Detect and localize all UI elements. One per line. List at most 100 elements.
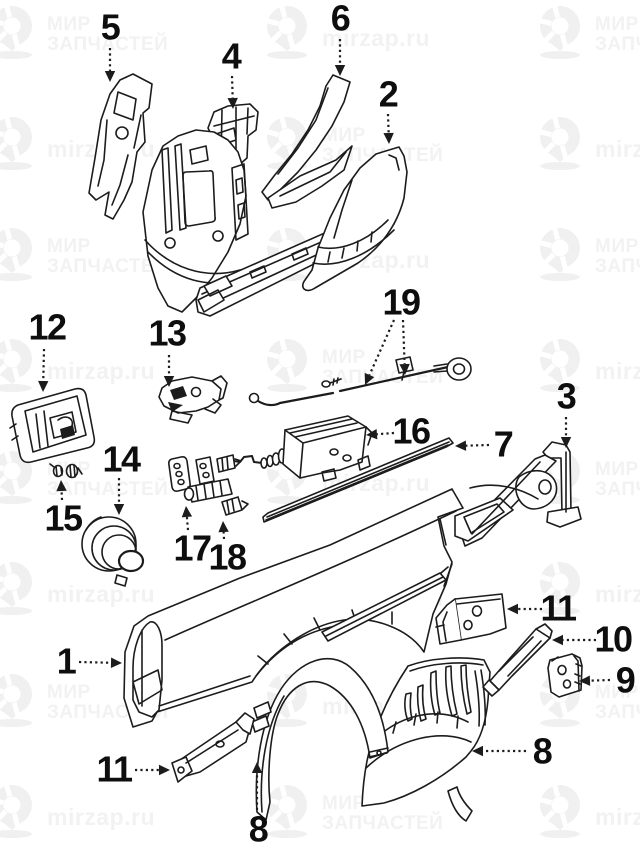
callout-19: 19 bbox=[364, 282, 421, 385]
watermark-brand-text-line2: ЗАПЧАСТЕЙ bbox=[47, 33, 168, 55]
part-number-label: 3 bbox=[557, 376, 576, 417]
watermark-map-pin-gear-icon bbox=[0, 115, 32, 170]
watermark-cell: mirzap.ru bbox=[538, 337, 640, 392]
watermark-site-text: mirzap.ru bbox=[47, 804, 155, 830]
watermark-brand-text-line1: МИР bbox=[47, 14, 91, 35]
arrowhead-icon bbox=[334, 65, 346, 76]
part-6-drawing bbox=[261, 74, 353, 209]
callout-13: 13 bbox=[148, 313, 187, 387]
arrowhead-icon bbox=[38, 380, 49, 392]
part-number-label: 13 bbox=[148, 313, 186, 354]
callout-leader-line bbox=[78, 660, 112, 664]
watermark-site-text: mirzap.ru bbox=[47, 358, 155, 384]
watermark-map-pin-gear-icon bbox=[538, 4, 580, 59]
watermark-map-pin-gear-icon bbox=[0, 226, 32, 281]
callout-16: 16 bbox=[366, 411, 431, 452]
watermark-cell: mirzap.ru bbox=[0, 783, 155, 838]
part-number-label: 10 bbox=[594, 619, 632, 660]
part-number-label: 7 bbox=[494, 424, 513, 465]
watermark-brand-text-line2: ЗАПЧАСТЕЙ bbox=[47, 255, 168, 277]
watermark-brand-text-line1: МИР bbox=[595, 682, 639, 703]
part-number-label: 19 bbox=[382, 282, 420, 323]
part-11-left-bracket-drawing bbox=[171, 712, 255, 783]
callout-4: 4 bbox=[222, 36, 243, 109]
watermark-brand-text-line2: ЗАПЧАСТЕЙ bbox=[322, 366, 443, 388]
watermark-map-pin-gear-icon bbox=[265, 783, 307, 838]
part-5-drawing bbox=[88, 73, 153, 220]
watermark-cell: mirzap.ru bbox=[0, 560, 155, 615]
arrowhead-icon bbox=[110, 657, 122, 668]
arrowhead-icon bbox=[579, 675, 591, 686]
callout-1: 1 bbox=[57, 641, 122, 682]
watermark-map-pin-gear-icon bbox=[265, 337, 307, 392]
part-9-drawing bbox=[547, 653, 583, 698]
part-10-drawing bbox=[482, 623, 553, 697]
watermark-brand-text-line1: МИР bbox=[47, 236, 91, 257]
part-number-label: 2 bbox=[379, 74, 398, 115]
parts-line-art bbox=[9, 73, 583, 822]
callout-7: 7 bbox=[455, 424, 514, 465]
watermark-map-pin-gear-icon bbox=[265, 4, 307, 59]
watermark-cell: mirzap.ru bbox=[538, 783, 640, 838]
arrowhead-icon bbox=[472, 745, 483, 757]
callout-3: 3 bbox=[557, 376, 577, 448]
part-number-label: 16 bbox=[392, 411, 430, 452]
part-12-drawing bbox=[9, 387, 96, 464]
callout-leader-line bbox=[185, 516, 190, 531]
part-number-label: 11 bbox=[540, 588, 577, 629]
callout-8: 8 bbox=[472, 731, 553, 772]
part-number-label: 15 bbox=[44, 498, 83, 539]
part-16-drawing bbox=[233, 415, 373, 482]
callout-leader-line bbox=[465, 443, 490, 447]
watermark-brand-text-line1: МИР bbox=[322, 125, 366, 146]
arrowhead-icon bbox=[455, 440, 467, 451]
part-number-label: 14 bbox=[102, 439, 141, 480]
callout-leader-line bbox=[368, 319, 396, 376]
watermark-brand-text-line1: МИР bbox=[595, 459, 639, 480]
part-15-drawing bbox=[49, 463, 83, 479]
callout-14: 14 bbox=[102, 439, 142, 515]
part-number-label: 8 bbox=[533, 731, 552, 772]
arrowhead-icon bbox=[560, 437, 572, 448]
watermark-site-text: mirzap.ru bbox=[595, 804, 640, 830]
part-number-label: 5 bbox=[101, 7, 121, 48]
watermark-cell: mirzap.ru bbox=[265, 4, 430, 59]
watermark-brand-text-line1: МИР bbox=[322, 793, 366, 814]
watermark-brand-text-line1: МИР bbox=[595, 236, 639, 257]
arrowhead-icon bbox=[113, 504, 125, 515]
callout-leader-line bbox=[386, 113, 390, 134]
callout-leader-line bbox=[230, 75, 234, 99]
watermark-map-pin-gear-icon bbox=[538, 783, 580, 838]
arrowhead-icon bbox=[163, 376, 175, 387]
callout-6: 6 bbox=[331, 0, 351, 76]
watermark-brand-text-line2: ЗАПЧАСТЕЙ bbox=[595, 255, 640, 277]
part-11-right-bracket-drawing bbox=[435, 593, 507, 645]
part-number-label: 6 bbox=[331, 0, 350, 39]
callout-5: 5 bbox=[101, 7, 122, 82]
callout-2: 2 bbox=[379, 74, 399, 144]
arrowhead-icon bbox=[56, 480, 67, 492]
watermark-map-pin-gear-icon bbox=[0, 560, 32, 615]
watermark-site-text: mirzap.ru bbox=[47, 581, 155, 607]
watermark-brand-text-line2: ЗАПЧАСТЕЙ bbox=[595, 701, 640, 723]
callout-leader-line bbox=[42, 348, 46, 382]
part-number-label: 9 bbox=[616, 660, 635, 701]
watermark-brand-text-line2: ЗАПЧАСТЕЙ bbox=[595, 33, 640, 55]
part-1-drawing bbox=[123, 488, 464, 728]
arrowhead-icon bbox=[104, 71, 116, 82]
arrowhead-icon bbox=[383, 132, 394, 144]
arrowhead-icon bbox=[399, 363, 410, 375]
part-3-drawing bbox=[454, 441, 582, 547]
arrowhead-icon bbox=[251, 762, 263, 773]
watermark-site-text: mirzap.ru bbox=[595, 358, 640, 384]
watermark-site-text: mirzap.ru bbox=[595, 581, 640, 607]
callout-11: 11 bbox=[96, 749, 170, 790]
watermark-cell: mirzap.ru bbox=[538, 560, 640, 615]
part-13-drawing bbox=[158, 375, 228, 424]
watermark-site-text: mirzap.ru bbox=[595, 136, 640, 162]
watermark-cell: mirzap.ru bbox=[0, 337, 155, 392]
